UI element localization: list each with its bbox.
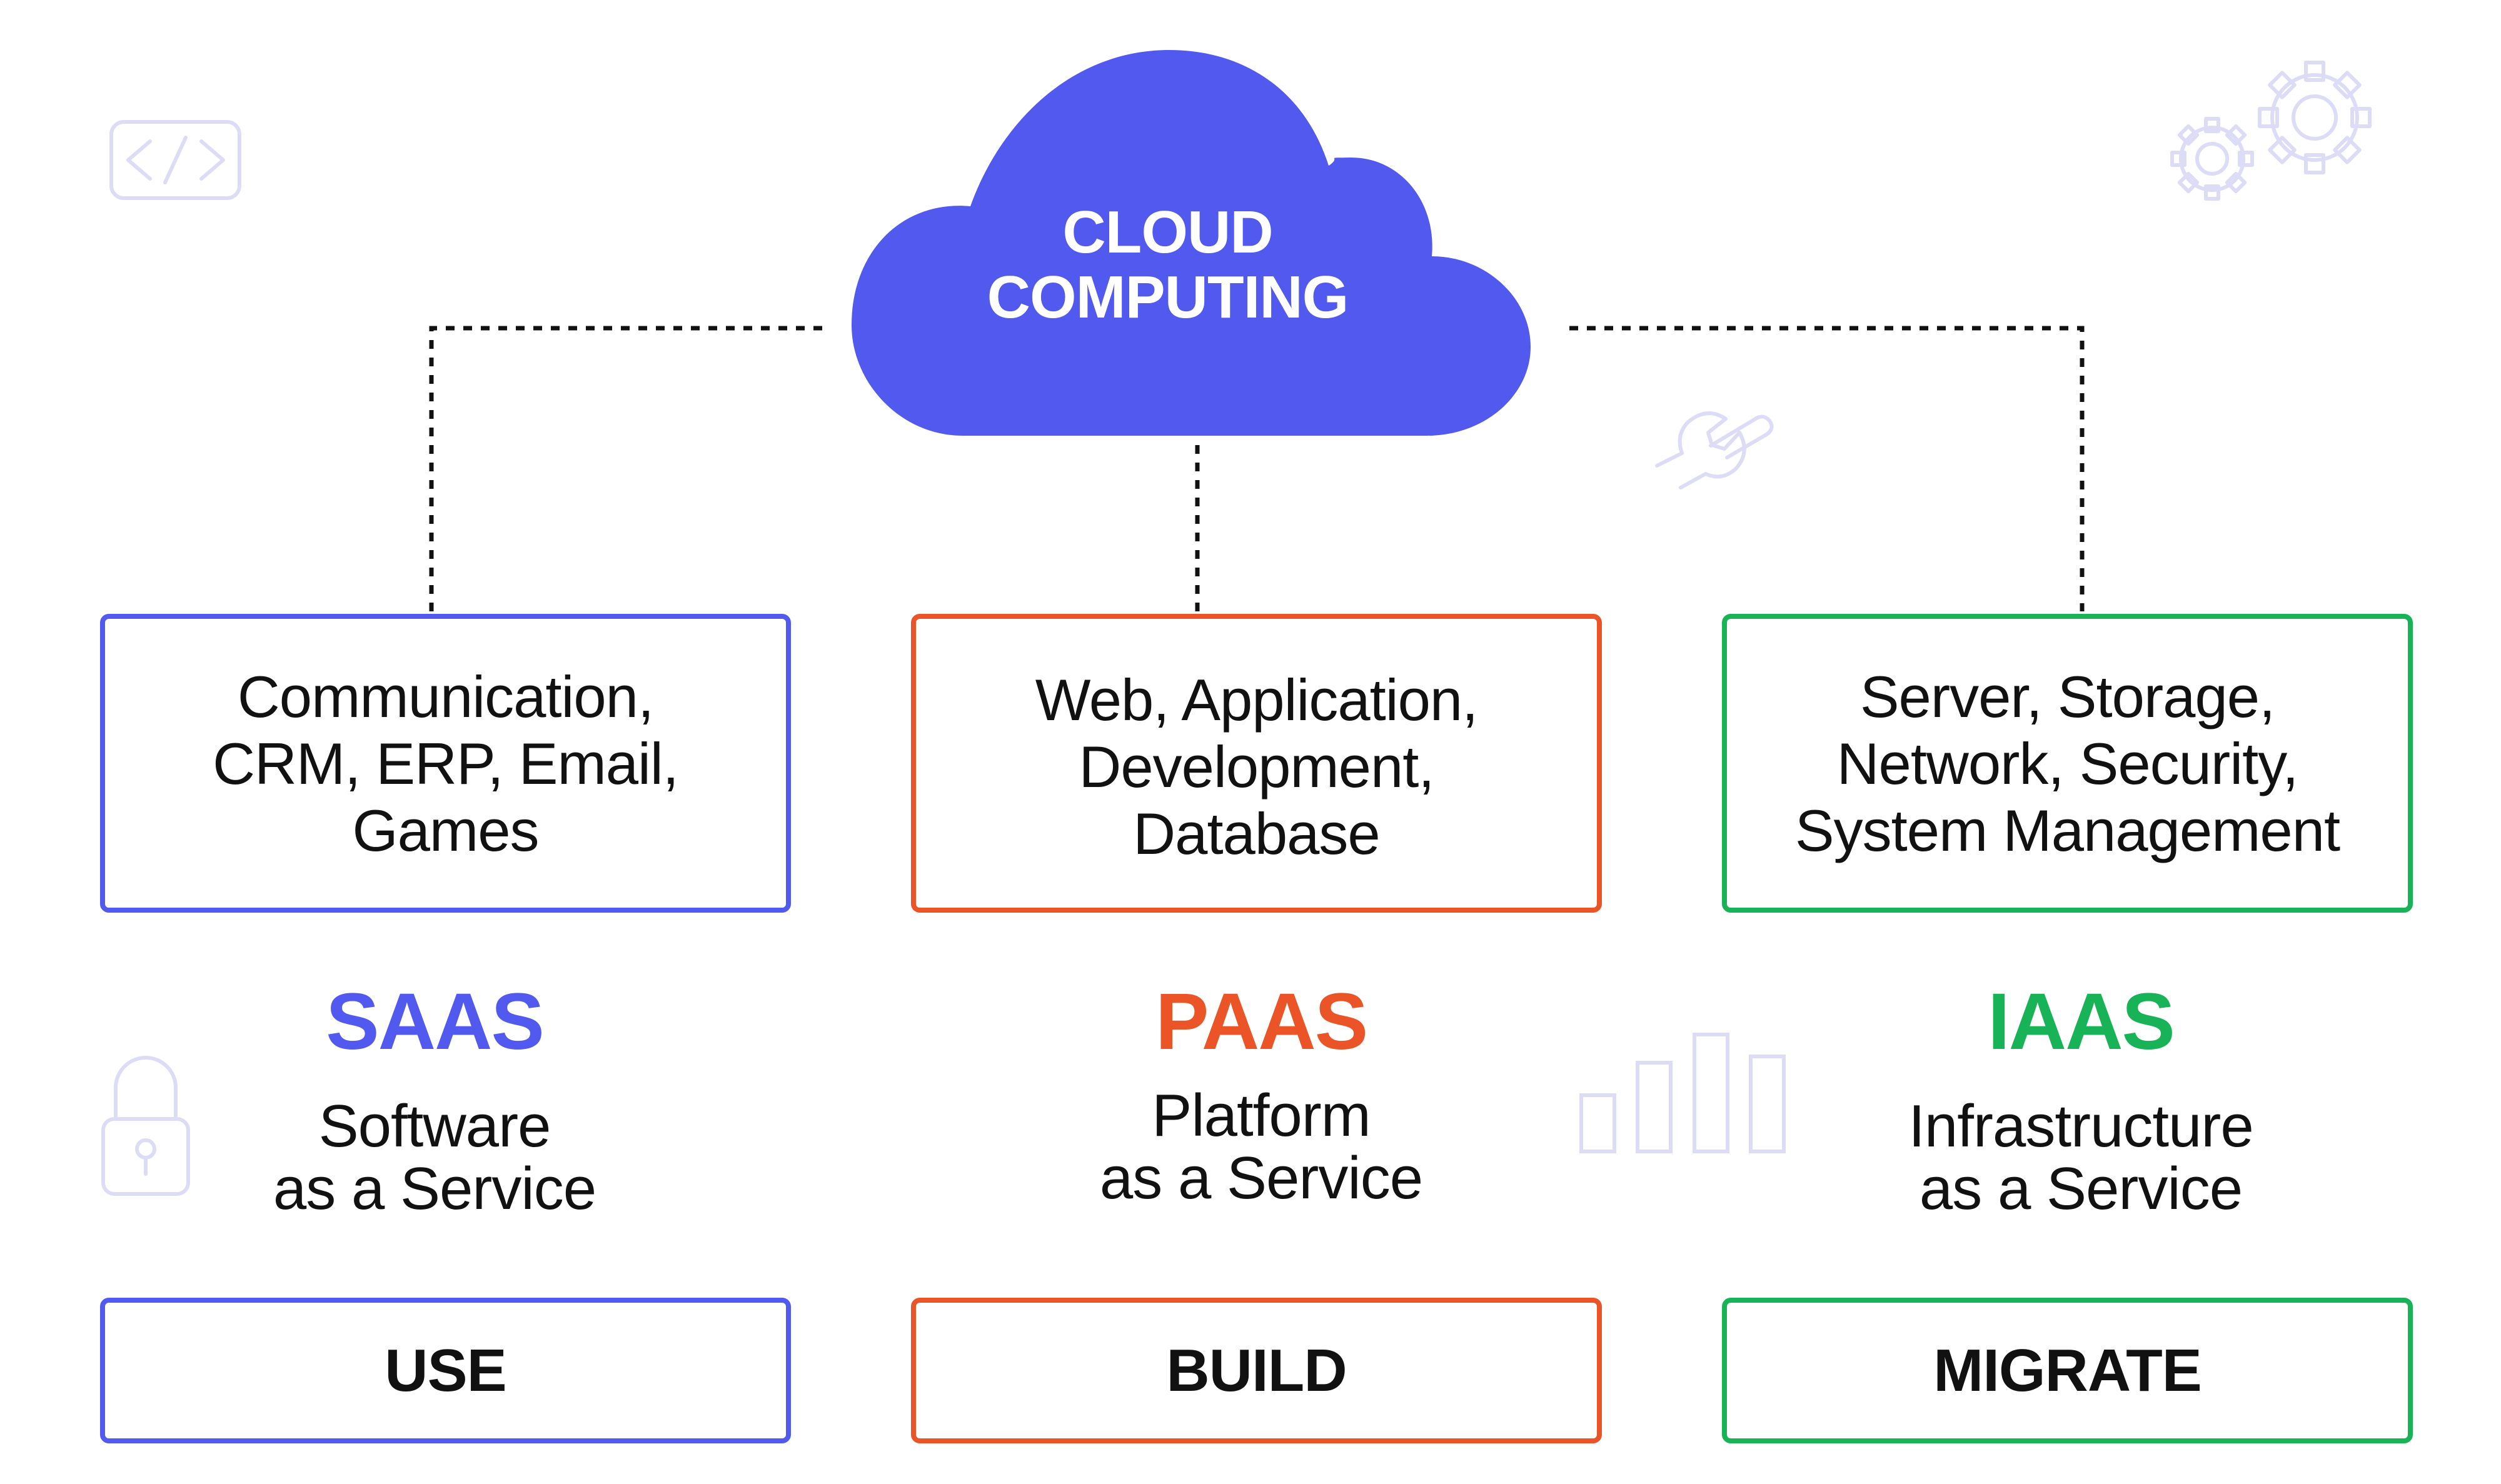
saas-fullname: Software as a Service: [153, 1095, 716, 1220]
cloud-title: CLOUD COMPUTING: [838, 200, 1497, 330]
connector-iaas: [1569, 326, 2085, 611]
paas-desc-line: Database: [1133, 800, 1380, 866]
saas-fullname-line1: Software: [318, 1093, 551, 1160]
saas-description-box: Communication, CRM, ERP, Email, Games: [100, 614, 791, 913]
paas-fullname-line2: as a Service: [1099, 1145, 1423, 1211]
paas-desc-line: Development,: [1079, 733, 1435, 800]
iaas-desc-line: Server, Storage,: [1859, 663, 2275, 729]
saas-desc-line: CRM, ERP, Email,: [213, 730, 679, 796]
iaas-fullname-line2: as a Service: [1919, 1155, 2243, 1222]
paas-fullname-line1: Platform: [1152, 1082, 1371, 1149]
bar-chart-icon: [1579, 1033, 1786, 1153]
saas-desc-line: Games: [352, 797, 540, 863]
iaas-desc-line: System Management: [1794, 797, 2340, 863]
migrate-action-box: MIGRATE: [1722, 1298, 2413, 1443]
cloud-title-line1: CLOUD: [1062, 199, 1273, 266]
paas-fullname: Platform as a Service: [980, 1085, 1542, 1210]
paas-label: PAAS: [1155, 977, 1368, 1066]
cloud-title-line2: COMPUTING: [987, 264, 1349, 331]
code-icon: [109, 120, 241, 200]
iaas-fullname-line1: Infrastructure: [1908, 1093, 2254, 1160]
connector-lines: [429, 326, 2085, 611]
iaas-fullname: Infrastructure as a Service: [1799, 1095, 2362, 1220]
iaas-desc-line: Network, Security,: [1836, 730, 2299, 796]
iaas-label: IAAS: [1988, 977, 2175, 1066]
paas-description-box: Web, Application, Development, Database: [911, 614, 1602, 913]
wrench-icon: [1655, 411, 1774, 489]
padlock-icon: [101, 1056, 190, 1196]
connector-saas: [429, 326, 825, 611]
paas-desc-line: Web, Application,: [1035, 666, 1479, 733]
build-action-box: BUILD: [911, 1298, 1602, 1443]
gears-icon: [2170, 61, 2372, 201]
saas-desc-line: Communication,: [237, 663, 654, 729]
saas-label: SAAS: [326, 977, 545, 1066]
use-action-box: USE: [100, 1298, 791, 1443]
iaas-description-box: Server, Storage, Network, Security, Syst…: [1722, 614, 2413, 913]
saas-fullname-line2: as a Service: [273, 1155, 596, 1222]
cloud-shape: [852, 50, 1531, 436]
